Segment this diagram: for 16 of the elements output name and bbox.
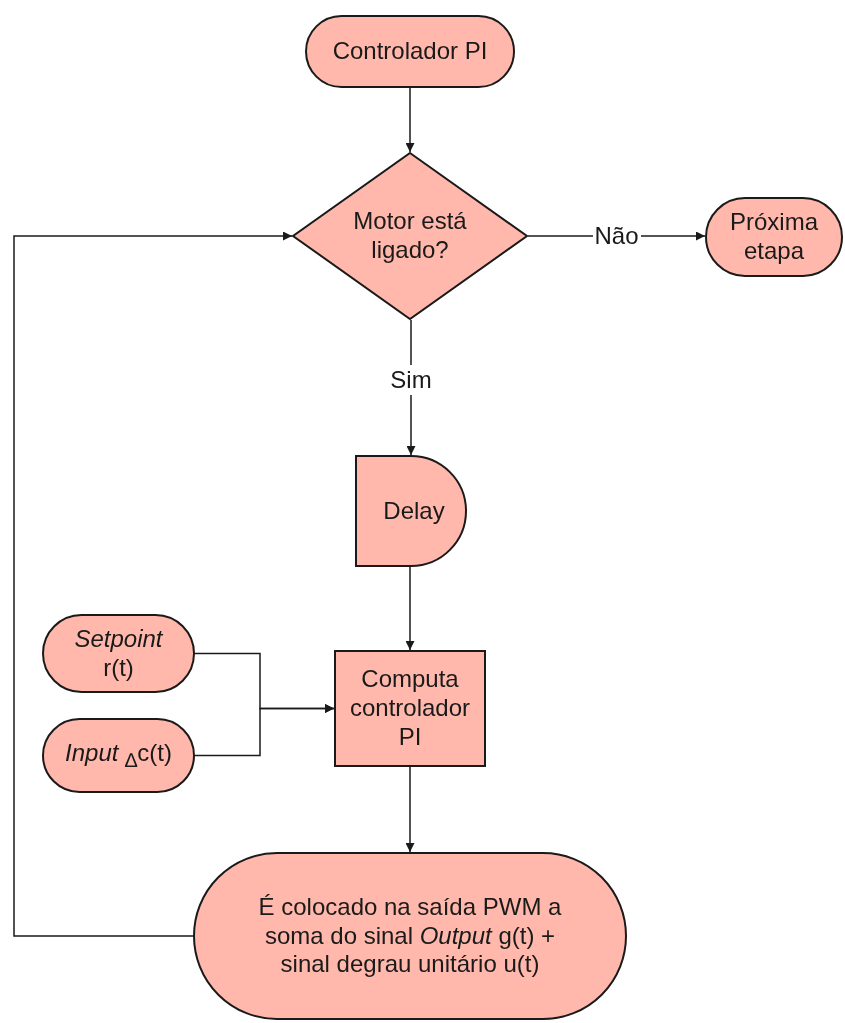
node-label: Delay bbox=[383, 496, 445, 526]
arrow bbox=[13, 231, 293, 937]
node-label: Controlador PI bbox=[332, 37, 488, 66]
node-label: Setpoint r(t) bbox=[73, 624, 164, 683]
edge-label: Sim bbox=[388, 364, 434, 395]
delay-shape bbox=[355, 455, 467, 567]
arrow bbox=[405, 766, 415, 853]
node-label: É colocado na saída PWM a soma do sinal Output g(t) + sinal degrau unitário u(t) bbox=[257, 892, 563, 980]
node-label: Motor está ligado? bbox=[352, 207, 468, 265]
arrow bbox=[405, 87, 415, 153]
node-label: Input $_{∆}$c(t) bbox=[65, 739, 172, 772]
arrow bbox=[194, 704, 335, 757]
arrow bbox=[405, 566, 415, 651]
process-box bbox=[334, 650, 486, 767]
node-label: Computa controlador PI bbox=[348, 665, 472, 752]
node-label: Próxima etapa bbox=[729, 208, 819, 266]
